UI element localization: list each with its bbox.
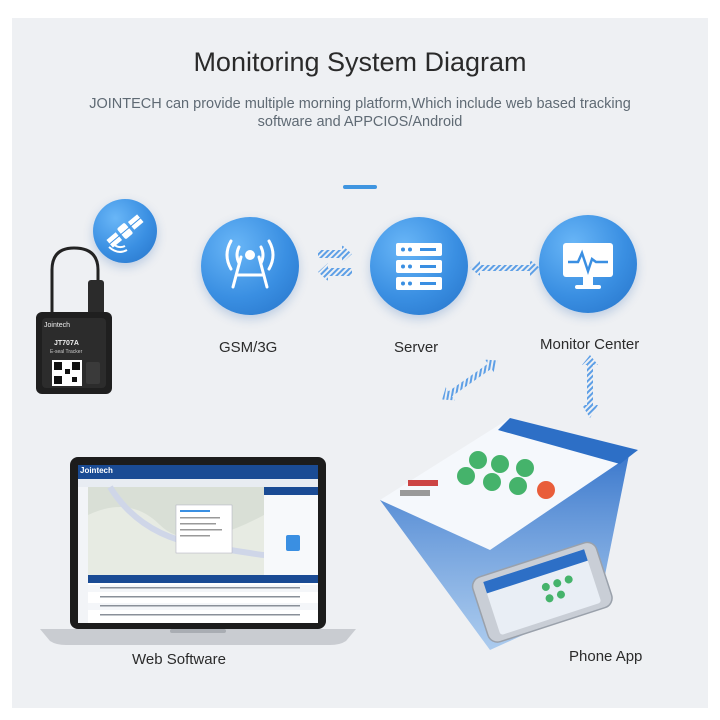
phone-app-visual xyxy=(380,418,638,650)
monitor-phone-arrow xyxy=(582,355,598,418)
tracker-device: Jointech JT707A E-seal Tracker xyxy=(28,240,120,400)
phone-app-label: Phone App xyxy=(569,648,643,665)
gsm-label: GSM/3G xyxy=(219,339,278,356)
accent-divider xyxy=(343,185,377,189)
monitor-node xyxy=(539,215,637,313)
device-subtitle: E-seal Tracker xyxy=(50,349,83,355)
gsm-node xyxy=(201,217,299,315)
web-logo: Jointech xyxy=(80,466,113,475)
satellite-icon xyxy=(106,214,144,253)
laptop: Jointech xyxy=(40,455,356,645)
server-monitor-arrow xyxy=(470,260,540,276)
server-node xyxy=(370,217,468,315)
device-model: JT707A xyxy=(54,340,79,347)
page-subtitle: JOINTECH can provide multiple morning pl… xyxy=(89,96,631,130)
device-brand: Jointech xyxy=(44,322,71,329)
web-software-label: Web Software xyxy=(132,651,226,668)
page-title: Monitoring System Diagram xyxy=(193,47,527,77)
gsm-server-arrow xyxy=(318,245,352,281)
antenna-tower-icon xyxy=(225,239,275,289)
monitor-pulse-icon xyxy=(563,243,613,289)
server-rack-icon xyxy=(396,243,442,290)
satellite-badge xyxy=(93,199,157,263)
server-label: Server xyxy=(394,339,439,356)
diagonal-arrow xyxy=(442,359,498,401)
monitor-label: Monitor Center xyxy=(540,336,640,353)
